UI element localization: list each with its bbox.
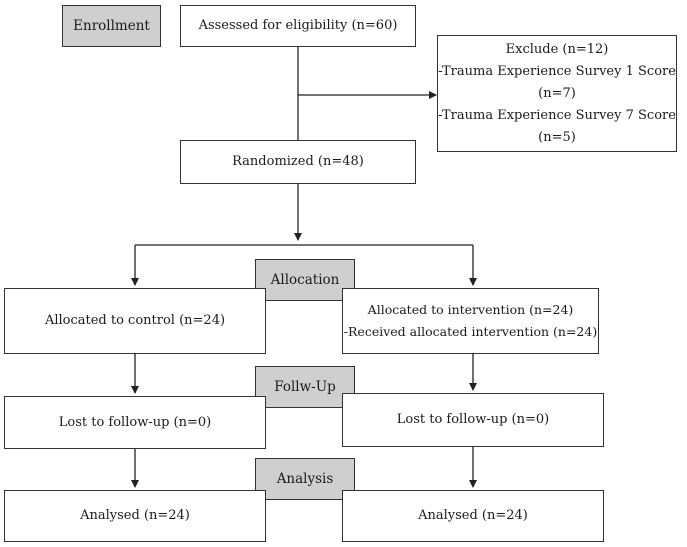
stage-analysis: Analysis [255,458,355,500]
randomized-text: Randomized (n=48) [232,154,364,169]
box-analysed-control: Analysed (n=24) [4,490,266,542]
allocated-control-text: Allocated to control (n=24) [44,313,226,328]
stage-allocation-label: Allocation [270,272,340,288]
stage-analysis-label: Analysis [276,471,334,487]
allocated-intervention-line-1: Allocated to intervention (n=24) [367,302,574,317]
exclude-line-4: (n=5) [538,129,576,145]
box-lost-intervention: Lost to follow-up (n=0) [342,393,604,447]
stage-follow-up-label: Follw-Up [274,379,336,395]
exclude-line-1: -Trauma Experience Survey 1 Score [438,63,676,79]
analysed-intervention-text: Analysed (n=24) [418,508,528,523]
allocated-intervention-line-2: -Received allocated intervention (n=24) [343,324,598,339]
box-randomized: Randomized (n=48) [180,140,416,184]
analysed-control-text: Analysed (n=24) [80,508,190,523]
lost-intervention-text: Lost to follow-up (n=0) [396,412,550,427]
stage-allocation: Allocation [255,259,355,301]
stage-enrollment: Enrollment [62,5,161,47]
stage-enrollment-label: Enrollment [73,18,150,34]
stage-follow-up: Follw-Up [255,366,355,408]
exclude-line-2: (n=7) [538,85,576,101]
lost-control-text: Lost to follow-up (n=0) [58,414,212,430]
box-allocated-control: Allocated to control (n=24) [4,288,266,354]
assessed-text: Assessed for eligibility (n=60) [198,18,398,33]
box-exclude: Exclude (n=12) -Trauma Experience Survey… [437,35,677,152]
exclude-line-3: -Trauma Experience Survey 7 Score [438,107,676,123]
box-lost-control: Lost to follow-up (n=0) [4,396,266,449]
exclude-title: Exclude (n=12) [505,41,609,57]
box-allocated-intervention: Allocated to intervention (n=24) -Receiv… [342,288,599,354]
box-analysed-intervention: Analysed (n=24) [342,490,604,542]
box-assessed: Assessed for eligibility (n=60) [180,5,416,47]
